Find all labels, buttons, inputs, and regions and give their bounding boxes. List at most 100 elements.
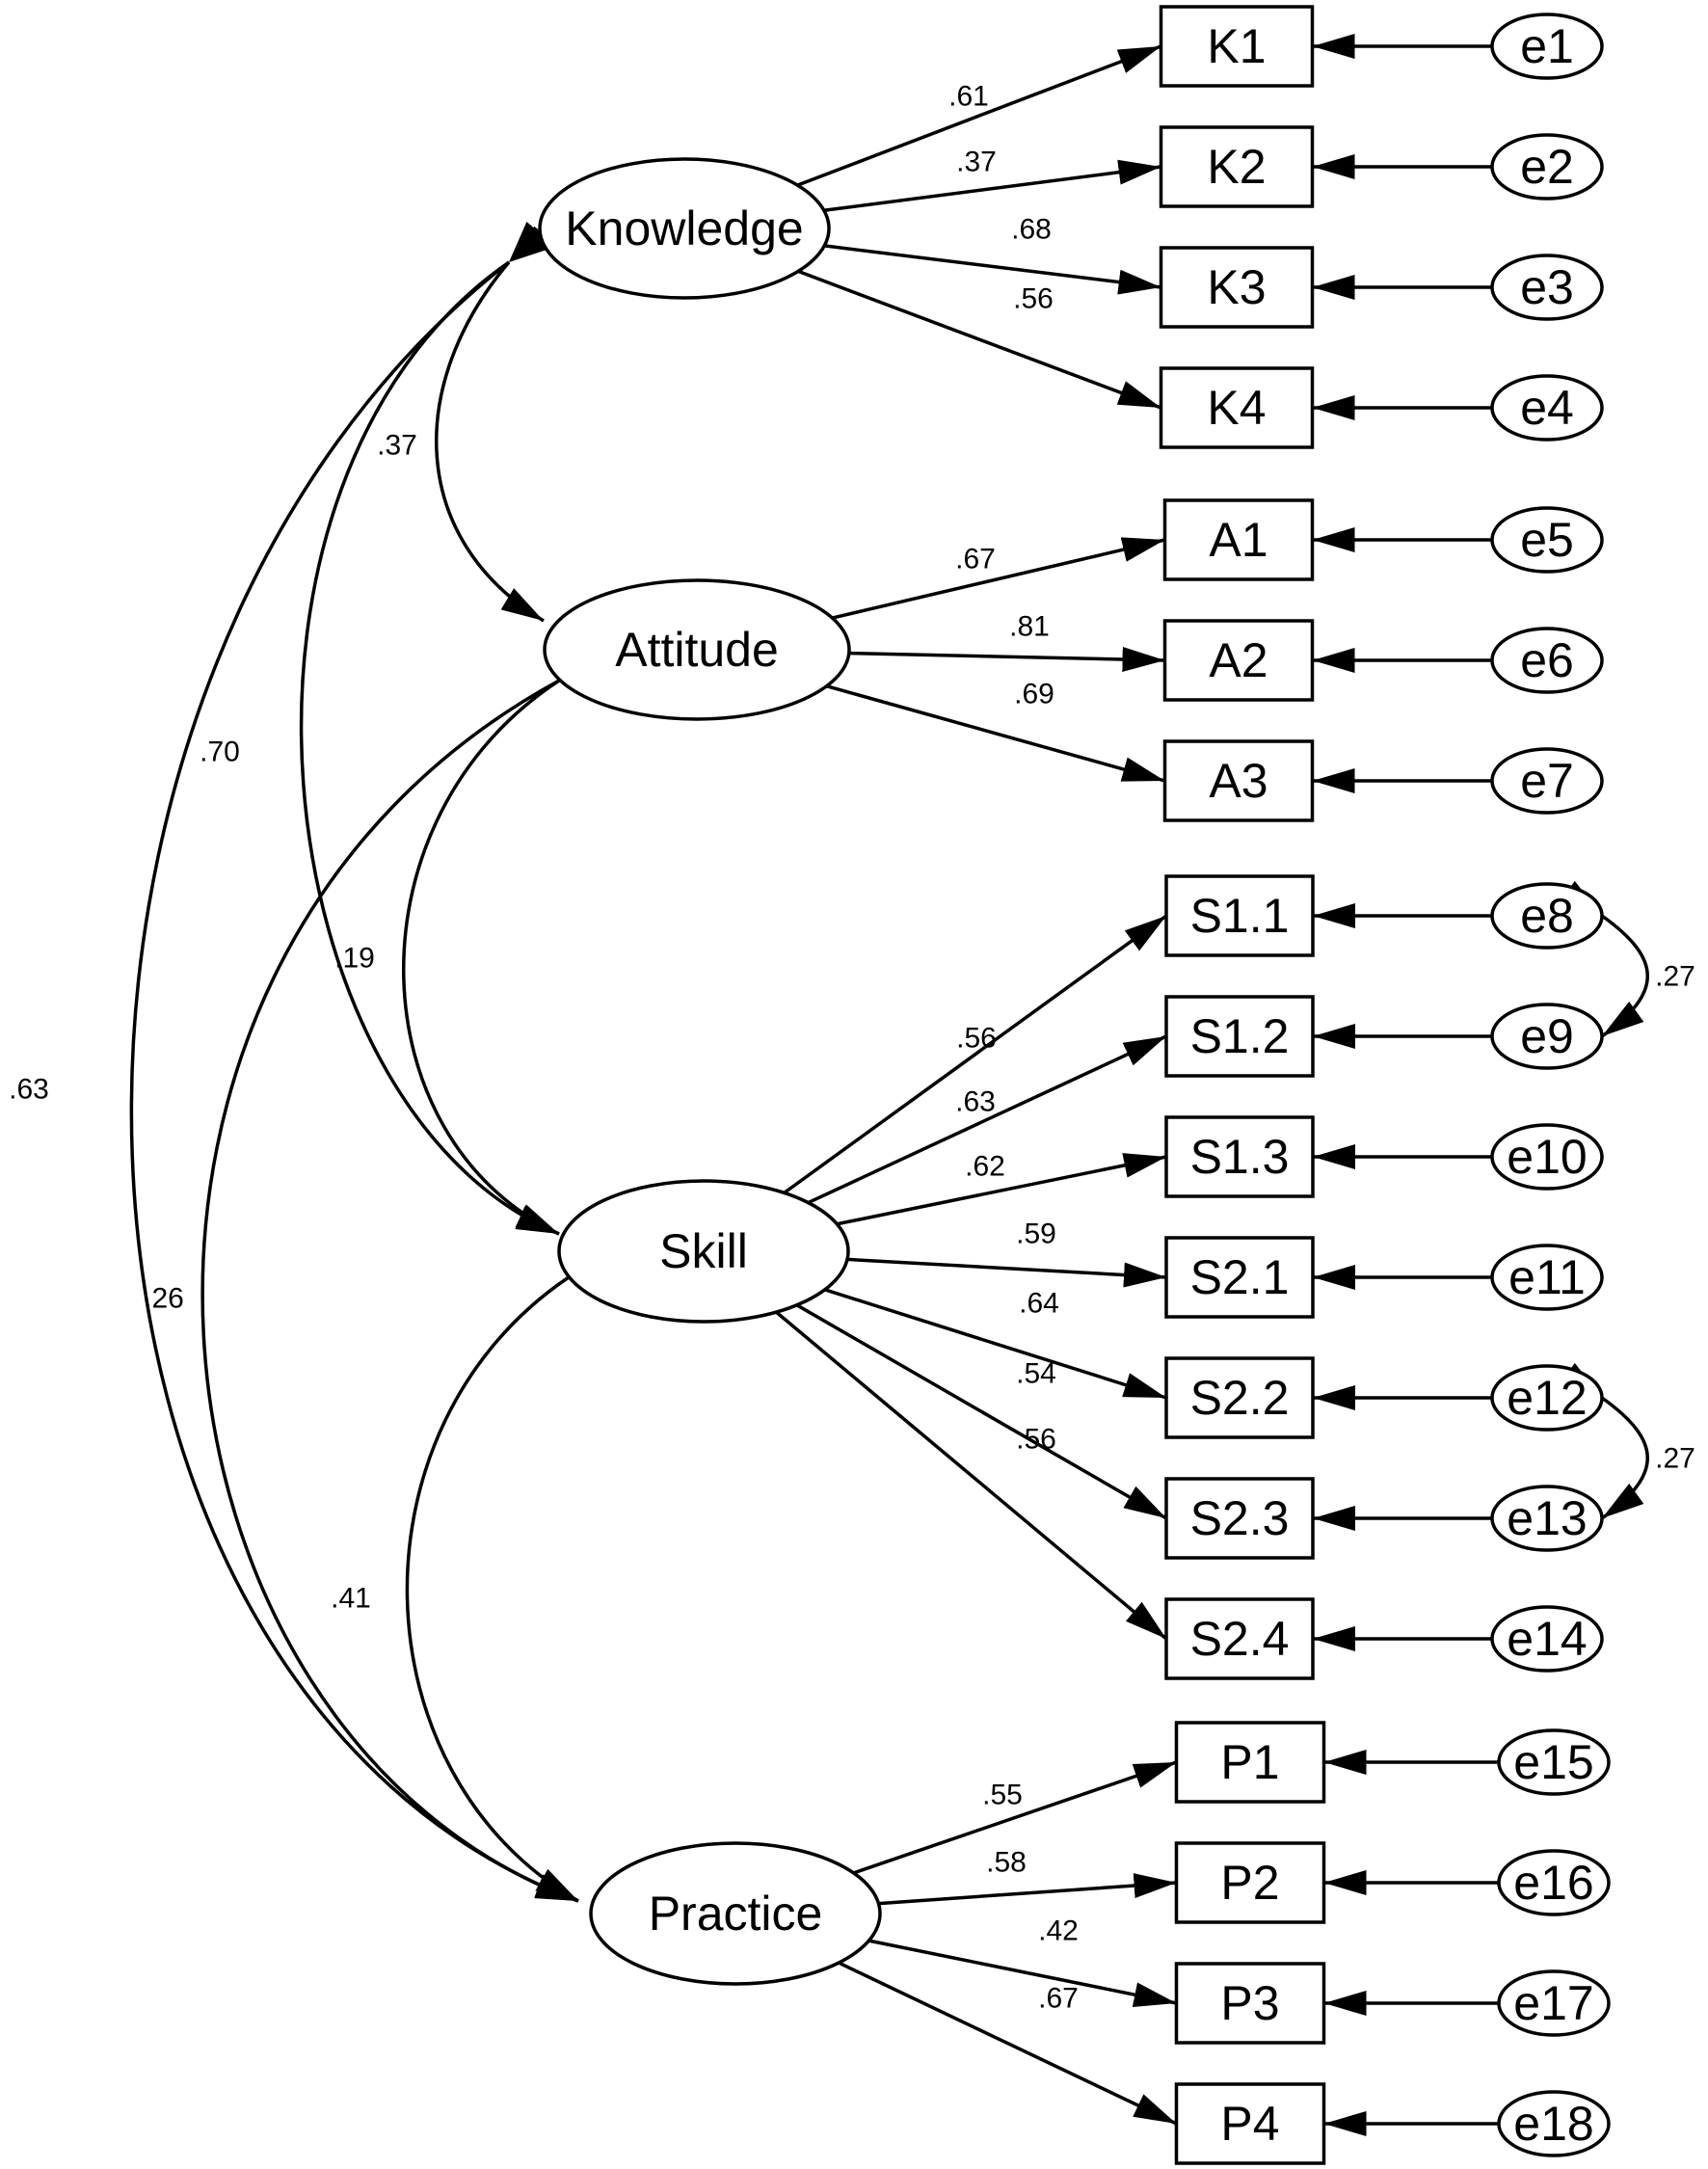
error-e12-ellipse [1490, 1364, 1604, 1432]
error-e5-ellipse [1490, 506, 1604, 574]
indicator-box-p4 [1174, 2082, 1326, 2165]
error-e17-label: e17 [1513, 1976, 1593, 2030]
error-e6-label: e6 [1520, 633, 1574, 687]
indicator-label-p1: P1 [1220, 1735, 1279, 1789]
error-e5-label: e5 [1520, 513, 1574, 567]
latent-knowledge-ellipse [538, 157, 831, 300]
loading-arrow-p1 [853, 1760, 1178, 1875]
error-e10-ellipse [1490, 1123, 1604, 1191]
error-e7-ellipse [1490, 747, 1604, 815]
error-e18-label: e18 [1513, 2097, 1593, 2151]
error-covariance-arc-e8-e9 [1560, 880, 1649, 1038]
covariance-value-attitude-skill: .19 [334, 943, 375, 975]
loading-arrow-s2-1 [846, 1257, 1167, 1288]
loading-value-s1-1: .56 [956, 1023, 997, 1055]
loading-arrow-a3 [826, 684, 1165, 783]
indicator-label-a1: A1 [1209, 513, 1268, 567]
indicator-box-s1-2 [1164, 995, 1315, 1078]
indicator-label-a3: A3 [1209, 754, 1268, 808]
covariance-arc-knowledge-skill [299, 228, 560, 1236]
error-e14-ellipse [1490, 1605, 1604, 1673]
error-e2-label: e2 [1520, 140, 1574, 194]
covariance-arc-attitude-skill [402, 646, 601, 1236]
indicator-box-s2-1 [1164, 1236, 1315, 1319]
error-e8-label: e8 [1520, 889, 1574, 943]
latent-practice-label: Practice [649, 1887, 823, 1941]
latent-attitude-ellipse [543, 578, 851, 721]
loading-arrow-k4 [797, 269, 1162, 410]
loading-arrow-p2 [878, 1873, 1177, 1906]
loading-arrow-p4 [838, 1961, 1178, 2126]
loading-value-k3: .68 [1011, 214, 1052, 246]
loading-arrow-s1-3 [836, 1153, 1167, 1226]
indicator-box-k4 [1159, 366, 1315, 449]
loading-value-a3: .69 [1014, 679, 1054, 710]
indicator-box-a1 [1162, 498, 1315, 581]
error-covariance-arc-e12-e13 [1560, 1362, 1649, 1520]
error-e13-ellipse [1490, 1485, 1604, 1552]
loading-arrow-s2-4 [775, 1310, 1168, 1641]
error-e1-ellipse [1490, 13, 1604, 80]
covariance-arc-knowledge-practice [129, 226, 579, 1903]
error-e15-ellipse [1497, 1728, 1611, 1796]
indicator-box-p3 [1174, 1962, 1326, 2045]
error-e7-label: e7 [1520, 754, 1574, 808]
indicator-label-k4: K4 [1207, 381, 1266, 435]
indicator-box-p2 [1174, 1841, 1326, 1924]
covariance-value-knowledge-skill: .70 [200, 736, 240, 768]
loading-value-k2: .37 [956, 147, 997, 178]
indicator-box-p1 [1174, 1721, 1326, 1804]
error-e3-label: e3 [1520, 260, 1574, 314]
indicator-box-s1-3 [1164, 1115, 1315, 1198]
error-e4-label: e4 [1520, 381, 1574, 435]
indicator-label-s2-3: S2.3 [1190, 1491, 1290, 1545]
indicator-label-s1-2: S1.2 [1190, 1009, 1290, 1063]
error-e11-label: e11 [1508, 1250, 1586, 1304]
loading-value-s1-2: .63 [955, 1086, 996, 1118]
error-e3-ellipse [1490, 254, 1604, 321]
indicator-box-a3 [1162, 739, 1315, 822]
error-e14-label: e14 [1507, 1612, 1587, 1666]
indicator-label-k3: K3 [1207, 260, 1266, 314]
indicator-box-k2 [1159, 125, 1315, 208]
indicator-label-s1-3: S1.3 [1190, 1130, 1290, 1184]
loading-value-a1: .67 [955, 544, 996, 576]
error-e9-label: e9 [1520, 1009, 1574, 1063]
covariance-value-knowledge-practice: .63 [9, 1074, 49, 1106]
loading-value-p1: .55 [982, 1780, 1023, 1811]
error-e16-ellipse [1497, 1849, 1611, 1916]
error-e9-ellipse [1490, 1003, 1604, 1070]
loading-value-p2: .58 [986, 1847, 1027, 1879]
error-covariance-value-e12-e13: .27 [1655, 1443, 1695, 1475]
loading-arrow-k2 [823, 159, 1161, 212]
loading-value-s2-3: .54 [1016, 1358, 1056, 1390]
error-e2-ellipse [1490, 133, 1604, 201]
covariance-value-knowledge-attitude: .37 [377, 430, 417, 462]
latent-attitude-label: Attitude [615, 623, 779, 677]
latent-practice-ellipse [589, 1841, 882, 1986]
error-e4-ellipse [1490, 374, 1604, 442]
loading-value-k4: .56 [1013, 283, 1054, 315]
loading-value-a2: .81 [1009, 611, 1050, 643]
loading-value-s1-3: .62 [965, 1151, 1005, 1183]
covariance-value-attitude-practice: .26 [144, 1283, 184, 1315]
indicator-box-a2 [1162, 619, 1315, 702]
covariance-value-skill-practice: .41 [331, 1583, 371, 1615]
loading-arrow-k1 [796, 44, 1162, 187]
indicator-label-k2: K2 [1207, 140, 1266, 194]
loading-value-p3: .42 [1038, 1915, 1079, 1947]
indicator-box-s2-2 [1164, 1356, 1315, 1439]
indicator-label-k1: K1 [1207, 19, 1266, 73]
loading-value-s2-1: .59 [1016, 1218, 1056, 1250]
error-e8-ellipse [1490, 882, 1604, 950]
indicator-box-s1-1 [1164, 874, 1315, 957]
loading-arrow-s1-2 [807, 1034, 1167, 1205]
latent-knowledge-label: Knowledge [565, 201, 803, 255]
indicator-label-s2-1: S2.1 [1190, 1250, 1290, 1304]
indicator-box-s2-4 [1164, 1597, 1315, 1680]
indicator-label-a2: A2 [1209, 633, 1268, 687]
indicator-label-s2-2: S2.2 [1190, 1371, 1290, 1425]
covariance-arc-attitude-practice [200, 649, 602, 1903]
loading-arrow-a2 [848, 647, 1165, 673]
error-e12-label: e12 [1507, 1371, 1587, 1425]
